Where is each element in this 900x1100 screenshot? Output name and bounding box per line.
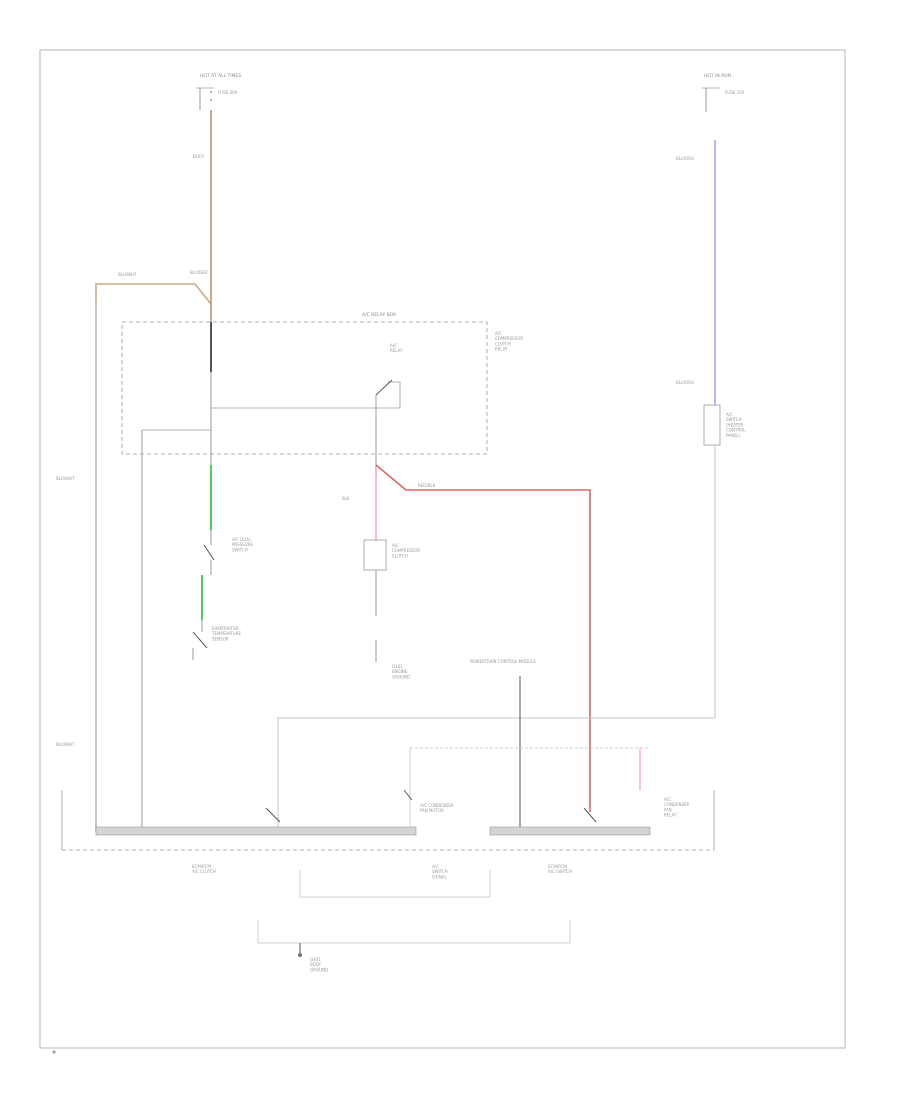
red-wire-circuit <box>363 464 591 812</box>
wire-label-red-blk: RED/BLK <box>418 483 436 488</box>
diagram-frame <box>39 49 846 1049</box>
right-power-feed <box>277 87 721 832</box>
relay-box <box>121 321 488 455</box>
hot-in-run-label: HOT IN RUN <box>704 73 731 79</box>
left-power-feed <box>95 87 214 832</box>
figure-number: # <box>52 1050 56 1056</box>
wire-label-blu-red: BLU/RED <box>190 270 207 275</box>
wire-label-blk-left: BLU/WHT <box>56 476 75 481</box>
wire-label-blk-bottom: BLU/WHT <box>56 742 75 747</box>
relay-box-title: A/C RELAY BOX <box>362 312 396 318</box>
relay-internals <box>141 322 401 832</box>
wire-label-blk-y: BLK/Y <box>193 154 205 159</box>
fuse-right-label: FUSE 10A <box>725 90 745 95</box>
pcm-label: POWERTRAIN CONTROL MODULE <box>470 659 536 664</box>
wire-label-blk-mid: BLK <box>342 496 350 501</box>
pressure-switch-circuit <box>192 465 215 660</box>
wire-label-blu-wht: BLU/WHT <box>118 272 137 277</box>
pcm-section <box>61 676 715 957</box>
wire-label-blu-org-2: BLU/ORG <box>676 380 694 385</box>
hot-at-all-times-label: HOT AT ALL TIMES <box>200 73 241 79</box>
fuse-left-label: FUSE 30A <box>218 90 238 95</box>
wire-label-blu-org-1: BLU/ORG <box>676 156 694 161</box>
